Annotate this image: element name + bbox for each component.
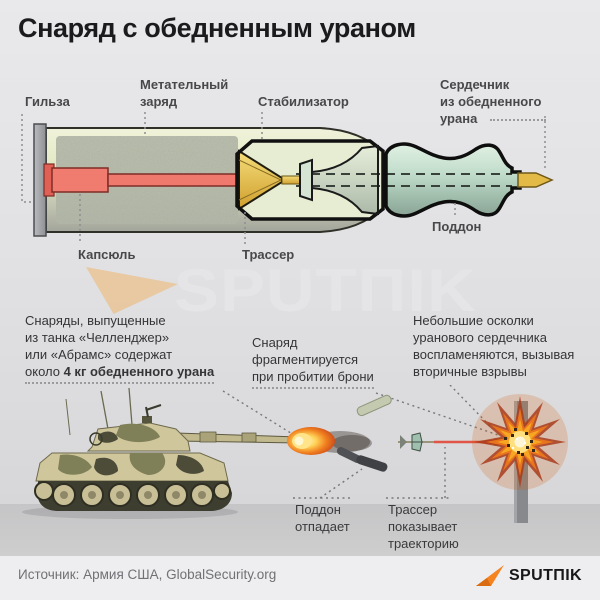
label-sabot-falls: Поддон отпадает [295,502,350,534]
uranium-core-tip [517,172,554,188]
sabot-outline [384,142,522,218]
label-sabot: Поддон [432,219,482,234]
source-credit: Источник: Армия США, GlobalSecurity.org [18,567,277,582]
core-leader-horizontal [490,119,546,121]
label-stabilizer: Стабилизатор [258,94,349,109]
label-tracer: Трассер [242,247,295,262]
label-case: Гильза [25,94,70,109]
note-fired-shells: Снаряды, выпущенные из танка «Челленджер… [25,312,240,384]
gun-barrel [175,432,299,444]
label-tracer-trajectory: Трассер показывает траекторию [388,502,459,551]
note-shards: Небольшие осколки уранового сердечника в… [413,313,575,379]
ground-strip [0,504,600,556]
fin-cone [312,146,378,214]
watermark-arrow-icon [86,267,178,314]
sputnik-logo-text: SPUTΠIK [508,567,582,584]
sabot [386,144,520,216]
impact-explosion [472,394,568,490]
fin-cone-outline [311,144,379,216]
label-propellant-charge: Метательный заряд [140,77,229,109]
sputnik-arrow-icon [475,565,504,586]
stabilizer-outline [235,139,385,221]
scene-leader-lines [222,385,499,499]
fin-hub [299,158,313,202]
shell-cutaway-diagram [21,112,554,244]
penetrator-in-flight [398,432,434,452]
muzzle-flash [287,427,372,455]
footer-bar [0,556,600,600]
sabot-petals [336,394,392,472]
page-title: Снаряд с обедненным ураном [18,13,416,43]
tank [22,387,299,519]
penetrator-axis-dashes [296,173,512,187]
watermark-text: SPUTΠIK [174,257,477,324]
diagram-leader-lines [21,112,546,244]
sputnik-logo: SPUTΠIK [475,565,582,587]
tracer-cone [238,149,303,211]
note-fragmentation: Снаряд фрагментируется при пробитии брон… [252,334,412,389]
firing-scene [22,385,568,523]
label-primer: Капсюль [78,247,136,262]
label-uranium-core: Сердечник из обедненного урана [440,77,542,126]
